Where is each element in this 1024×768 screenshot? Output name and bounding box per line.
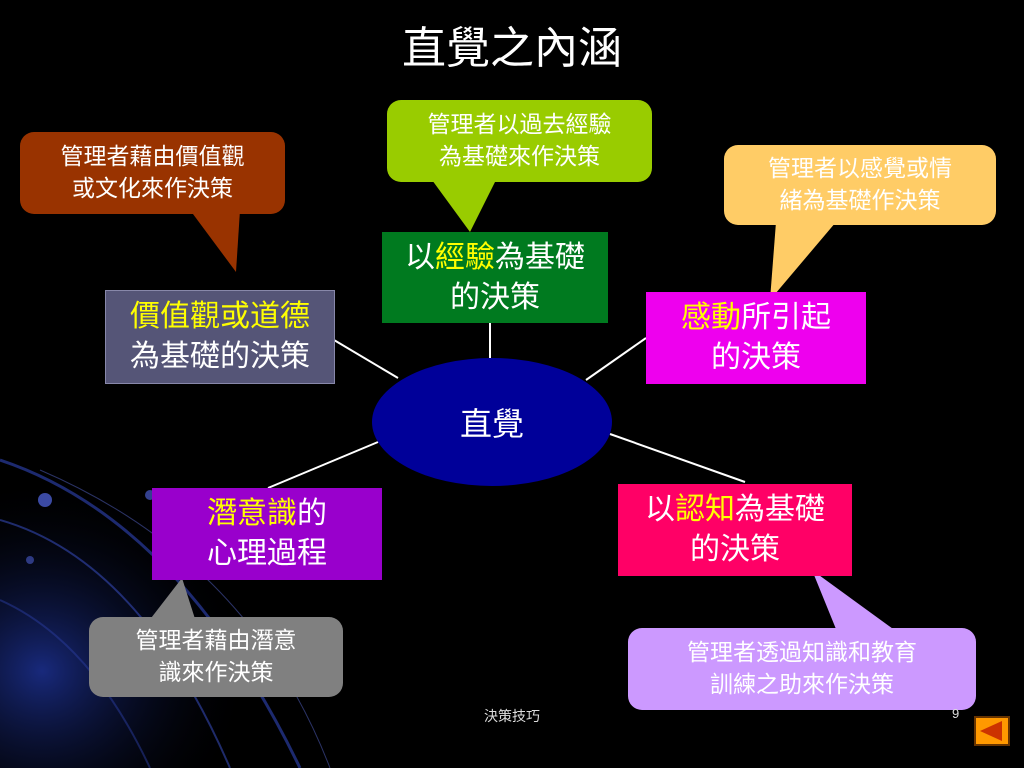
page-number: 9 xyxy=(952,706,960,721)
connector-cognition xyxy=(609,433,746,483)
callout-experience-line2: 為基礎來作決策 xyxy=(439,144,600,170)
callout-tail-cognition xyxy=(812,570,900,634)
callout-cognition-line1: 管理者透過知識和教育 xyxy=(687,640,917,666)
box-emotion-post: 所引起 xyxy=(741,300,831,335)
center-ellipse: 直覺 xyxy=(372,358,612,486)
back-arrow-icon xyxy=(980,721,1002,741)
box-values-line2: 為基礎的決策 xyxy=(130,339,310,374)
box-cognition-highlight: 認知 xyxy=(675,492,735,527)
box-experience-line2: 的決策 xyxy=(450,279,540,315)
footer-text: 決策技巧 xyxy=(484,708,540,724)
callout-subconscious: 管理者藉由潛意 識來作決策 xyxy=(89,617,343,697)
box-subconscious-post: 的 xyxy=(297,496,327,531)
box-experience-highlight: 經驗 xyxy=(435,239,495,275)
box-cognition: 以認知為基礎 的決策 xyxy=(618,484,852,576)
connector-subconscious xyxy=(267,441,379,489)
box-subconscious-highlight: 潛意識 xyxy=(207,496,297,531)
callout-experience: 管理者以過去經驗 為基礎來作決策 xyxy=(387,100,652,182)
box-values-line1: 價值觀或道德 xyxy=(130,299,310,334)
box-emotion: 感動所引起 的決策 xyxy=(646,292,866,384)
callout-tail-experience xyxy=(432,180,496,232)
box-cognition-pre: 以 xyxy=(645,492,675,527)
callout-cognition-line2: 訓練之助來作決策 xyxy=(710,672,894,698)
callout-values: 管理者藉由價值觀 或文化來作決策 xyxy=(20,132,285,214)
callout-subconscious-line1: 管理者藉由潛意 xyxy=(135,628,297,654)
callout-tail-subconscious xyxy=(148,578,196,622)
box-experience: 以經驗為基礎 的決策 xyxy=(382,232,608,323)
connector-values xyxy=(333,339,399,379)
box-cognition-line2: 的決策 xyxy=(690,532,780,567)
box-subconscious: 潛意識的 心理過程 xyxy=(152,488,382,580)
callout-values-line1: 管理者藉由價值觀 xyxy=(60,144,245,170)
box-cognition-post: 為基礎 xyxy=(735,492,825,527)
box-experience-pre: 以 xyxy=(405,239,435,275)
callout-values-line2: 或文化來作決策 xyxy=(72,176,233,202)
back-button[interactable] xyxy=(974,716,1010,746)
callout-tail-values xyxy=(190,210,240,272)
callout-cognition: 管理者透過知識和教育 訓練之助來作決策 xyxy=(628,628,976,710)
callout-tail-emotion xyxy=(770,222,836,300)
callout-emotion-line2: 緒為基礎作決策 xyxy=(779,188,941,214)
box-emotion-highlight: 感動 xyxy=(681,300,741,335)
slide-title: 直覺之內涵 xyxy=(402,23,622,74)
box-values: 價值觀或道德 為基礎的決策 xyxy=(105,290,335,384)
box-experience-post: 為基礎 xyxy=(495,239,585,275)
box-subconscious-line2: 心理過程 xyxy=(207,536,327,571)
callout-subconscious-line2: 識來作決策 xyxy=(158,660,274,686)
center-label: 直覺 xyxy=(459,405,524,443)
callout-emotion: 管理者以感覺或情 緒為基礎作決策 xyxy=(724,145,996,225)
callout-experience-line1: 管理者以過去經驗 xyxy=(427,112,612,138)
box-emotion-line2: 的決策 xyxy=(711,340,801,375)
connector-emotion xyxy=(585,337,647,381)
callout-emotion-line1: 管理者以感覺或情 xyxy=(768,156,952,182)
